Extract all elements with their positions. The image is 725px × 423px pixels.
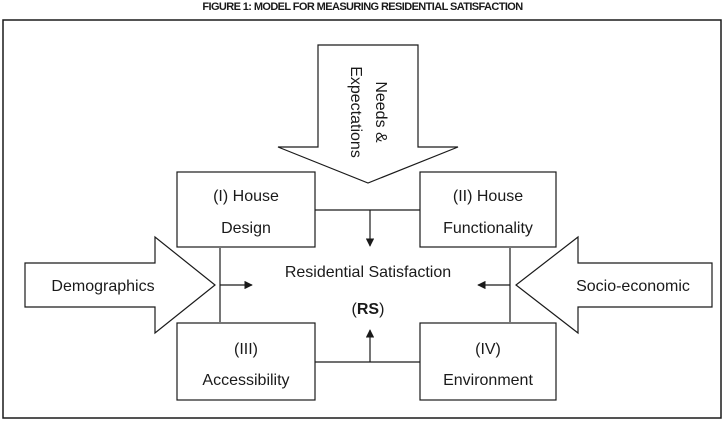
center-abbr-open: ( bbox=[352, 301, 358, 318]
figure-title: FIGURE 1: MODEL FOR MEASURING RESIDENTIA… bbox=[202, 1, 523, 13]
center-abbreviation: (RS) bbox=[352, 301, 385, 318]
socio-economic-arrow bbox=[515, 235, 713, 335]
box-house-functionality-line1: (II) House bbox=[453, 188, 523, 205]
outer-frame bbox=[2, 19, 722, 419]
box-house-design-line2: Design bbox=[221, 220, 271, 237]
box-environment bbox=[419, 322, 557, 401]
box-accessibility-line2: Accessibility bbox=[202, 372, 289, 389]
box-house-functionality bbox=[419, 171, 557, 248]
box-house-design-line1: (I) House bbox=[213, 188, 279, 205]
box-accessibility bbox=[176, 322, 316, 401]
box-environment-line1: (IV) bbox=[475, 341, 501, 358]
demographics-arrow bbox=[24, 235, 216, 335]
box-accessibility-line1: (III) bbox=[234, 341, 258, 358]
box-environment-line2: Environment bbox=[443, 372, 533, 389]
box-house-functionality-line2: Functionality bbox=[443, 220, 533, 237]
demographics-label: Demographics bbox=[51, 278, 154, 295]
needs-expectations-line2: Expectations bbox=[347, 66, 364, 158]
center-abbr: RS bbox=[357, 301, 380, 318]
socio-economic-label: Socio-economic bbox=[576, 278, 690, 295]
center-label: Residential Satisfaction bbox=[285, 264, 451, 281]
center-abbr-close: ) bbox=[379, 301, 384, 318]
needs-expectations-line1: Needs & bbox=[372, 81, 389, 143]
needs-expectations-arrow bbox=[277, 44, 459, 184]
box-house-design bbox=[176, 171, 316, 248]
